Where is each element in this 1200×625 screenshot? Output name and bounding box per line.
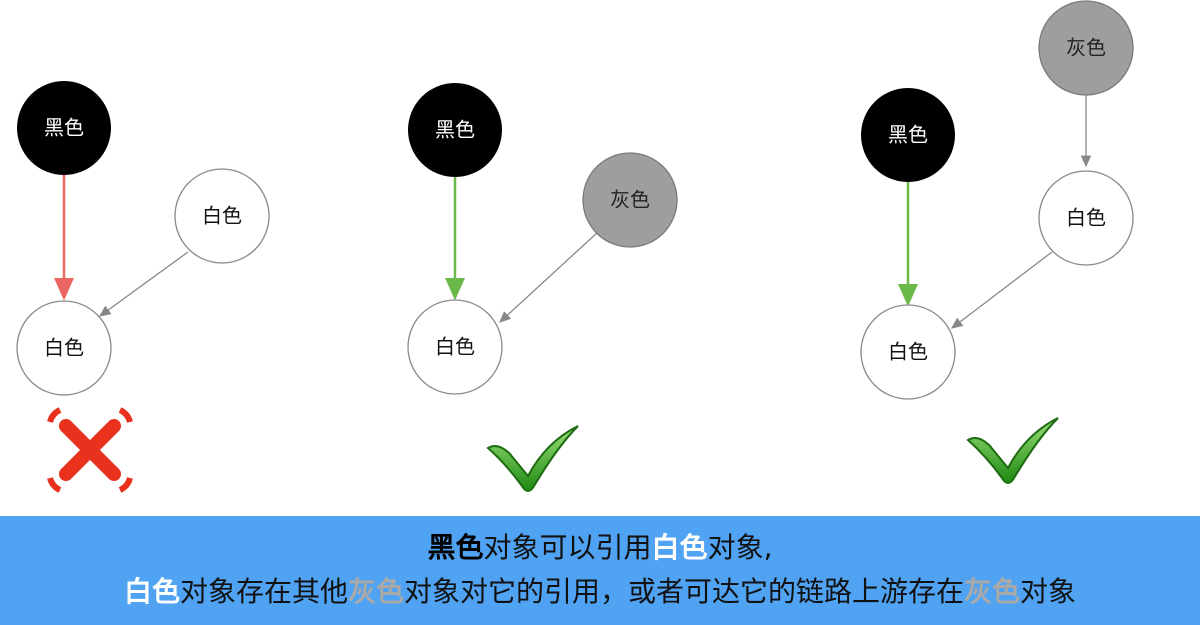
cross-icon [47, 407, 133, 493]
rule-text: 对象对它的引用，或者可达它的链路上游存在 [404, 575, 965, 608]
node-white: 白色 [1038, 170, 1134, 266]
highlight-gray: 灰色 [964, 575, 1021, 608]
edge-white-to-white [950, 251, 1053, 329]
rule-text: 对象, [707, 531, 773, 564]
node-label: 白色 [202, 204, 242, 228]
check-icon [966, 417, 1059, 484]
node-black: 黑色 [861, 88, 955, 182]
node-white: 白色 [174, 168, 270, 264]
rule-text: 对象 [1020, 575, 1077, 608]
highlight-white: 白色 [123, 575, 180, 608]
node-white: 白色 [860, 304, 956, 400]
edge-gray-to-white [499, 231, 599, 323]
rule-banner: 黑色对象可以引用白色对象, 白色对象存在其他灰色对象对它的引用，或者可达它的链路… [0, 516, 1200, 625]
node-label: 白色 [888, 340, 928, 364]
node-gray: 灰色 [1038, 0, 1134, 96]
rule-text: 对象存在其他 [179, 575, 348, 608]
node-white: 白色 [407, 299, 503, 395]
node-label: 白色 [435, 335, 475, 359]
highlight-black: 黑色 [427, 531, 484, 564]
node-label: 黑色 [44, 116, 84, 140]
node-black: 黑色 [408, 83, 502, 177]
rule-text: 对象可以引用 [483, 531, 652, 564]
node-white: 白色 [16, 300, 112, 396]
panel-1: 黑色 白色 白色 [16, 81, 270, 493]
edge-white-to-white [98, 251, 189, 317]
check-icon [486, 425, 579, 492]
node-black: 黑色 [17, 81, 111, 175]
panel-2: 黑色 灰色 白色 [407, 83, 678, 492]
highlight-white: 白色 [651, 531, 708, 564]
node-label: 白色 [1066, 206, 1106, 230]
highlight-gray: 灰色 [347, 575, 404, 608]
rule-line-1: 黑色对象可以引用白色对象, [0, 526, 1200, 570]
panel-3: 灰色 黑色 白色 白色 [860, 0, 1134, 484]
node-label: 黑色 [435, 118, 475, 142]
node-label: 黑色 [888, 123, 928, 147]
diagram-canvas: 黑色 白色 白色 黑色 灰色 [16, 0, 1134, 493]
node-label: 灰色 [610, 188, 650, 212]
node-label: 白色 [44, 336, 84, 360]
node-label: 灰色 [1066, 36, 1106, 60]
node-gray: 灰色 [582, 152, 678, 248]
rule-line-2: 白色对象存在其他灰色对象对它的引用，或者可达它的链路上游存在灰色对象 [0, 570, 1200, 614]
